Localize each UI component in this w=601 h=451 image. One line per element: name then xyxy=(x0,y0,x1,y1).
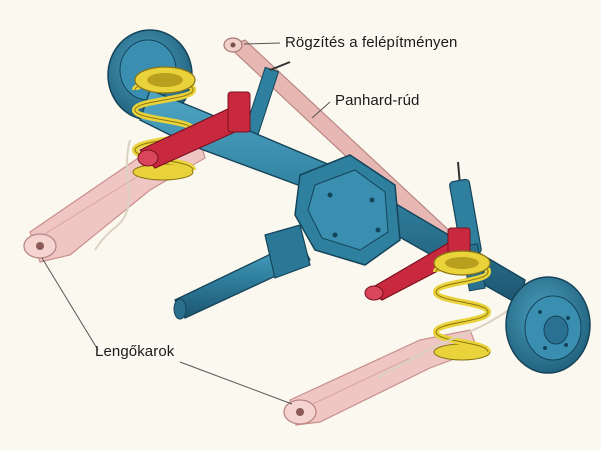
leader-line-panhard xyxy=(311,101,331,119)
leader-line-arm-right xyxy=(179,361,293,405)
trailing-arms-label: Lengőkarok xyxy=(95,343,175,360)
left-shock-absorber xyxy=(242,61,291,139)
right-brake-line xyxy=(377,299,521,379)
left-brake-line xyxy=(94,139,131,251)
leader-lines xyxy=(41,42,331,405)
right-coil-spring xyxy=(432,250,492,361)
right-trailing-arm xyxy=(283,329,479,426)
panhard-rod-label: Panhard-rúd xyxy=(335,92,420,109)
left-coil-spring xyxy=(131,66,197,181)
mount-label: Rögzítés a felépítményen xyxy=(285,34,458,51)
left-damper-bracket xyxy=(137,91,251,169)
leader-line-mount xyxy=(243,42,281,45)
leader-line-arm-left xyxy=(41,257,99,351)
right-brake-drum xyxy=(505,276,591,374)
differential-housing xyxy=(294,154,401,266)
drive-shaft xyxy=(173,224,311,320)
